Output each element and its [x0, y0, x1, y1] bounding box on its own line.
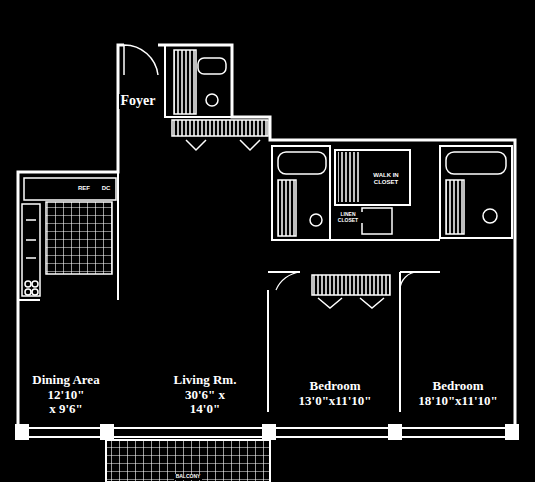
balcony: [106, 440, 270, 482]
window-wall: [15, 424, 519, 440]
room-dimension: 12'10" x 9'6": [42, 388, 90, 415]
appliance-label: REF: [76, 185, 92, 192]
room-dimension: 13'0"x11'10": [297, 394, 374, 408]
door-swing: [124, 45, 158, 75]
room-name: Dining Area: [30, 373, 101, 387]
closet-label: LINEN CLOSET: [333, 212, 363, 223]
kitchen: [22, 178, 116, 296]
room-dimension: 30'6" x 14'0": [181, 388, 229, 415]
closet-label: WALK IN CLOSET: [367, 172, 405, 185]
room-name: Bedroom: [430, 379, 485, 393]
room-name: Living Rm.: [172, 373, 239, 387]
fixtures: [174, 50, 506, 236]
room-name: Bedroom: [307, 379, 362, 393]
room-dimension: 18'10"x11'10": [416, 394, 499, 408]
walls: [18, 45, 515, 430]
appliance-label: DC: [100, 185, 113, 192]
closet-shelf: [338, 152, 360, 202]
closet: [172, 120, 268, 136]
linen-closet: [362, 208, 392, 234]
closet: [312, 275, 390, 295]
closet-door: [318, 298, 384, 308]
closet-door: [186, 140, 260, 150]
room-name: Foyer: [119, 94, 158, 109]
balcony-label: BALCONY: [174, 474, 203, 480]
